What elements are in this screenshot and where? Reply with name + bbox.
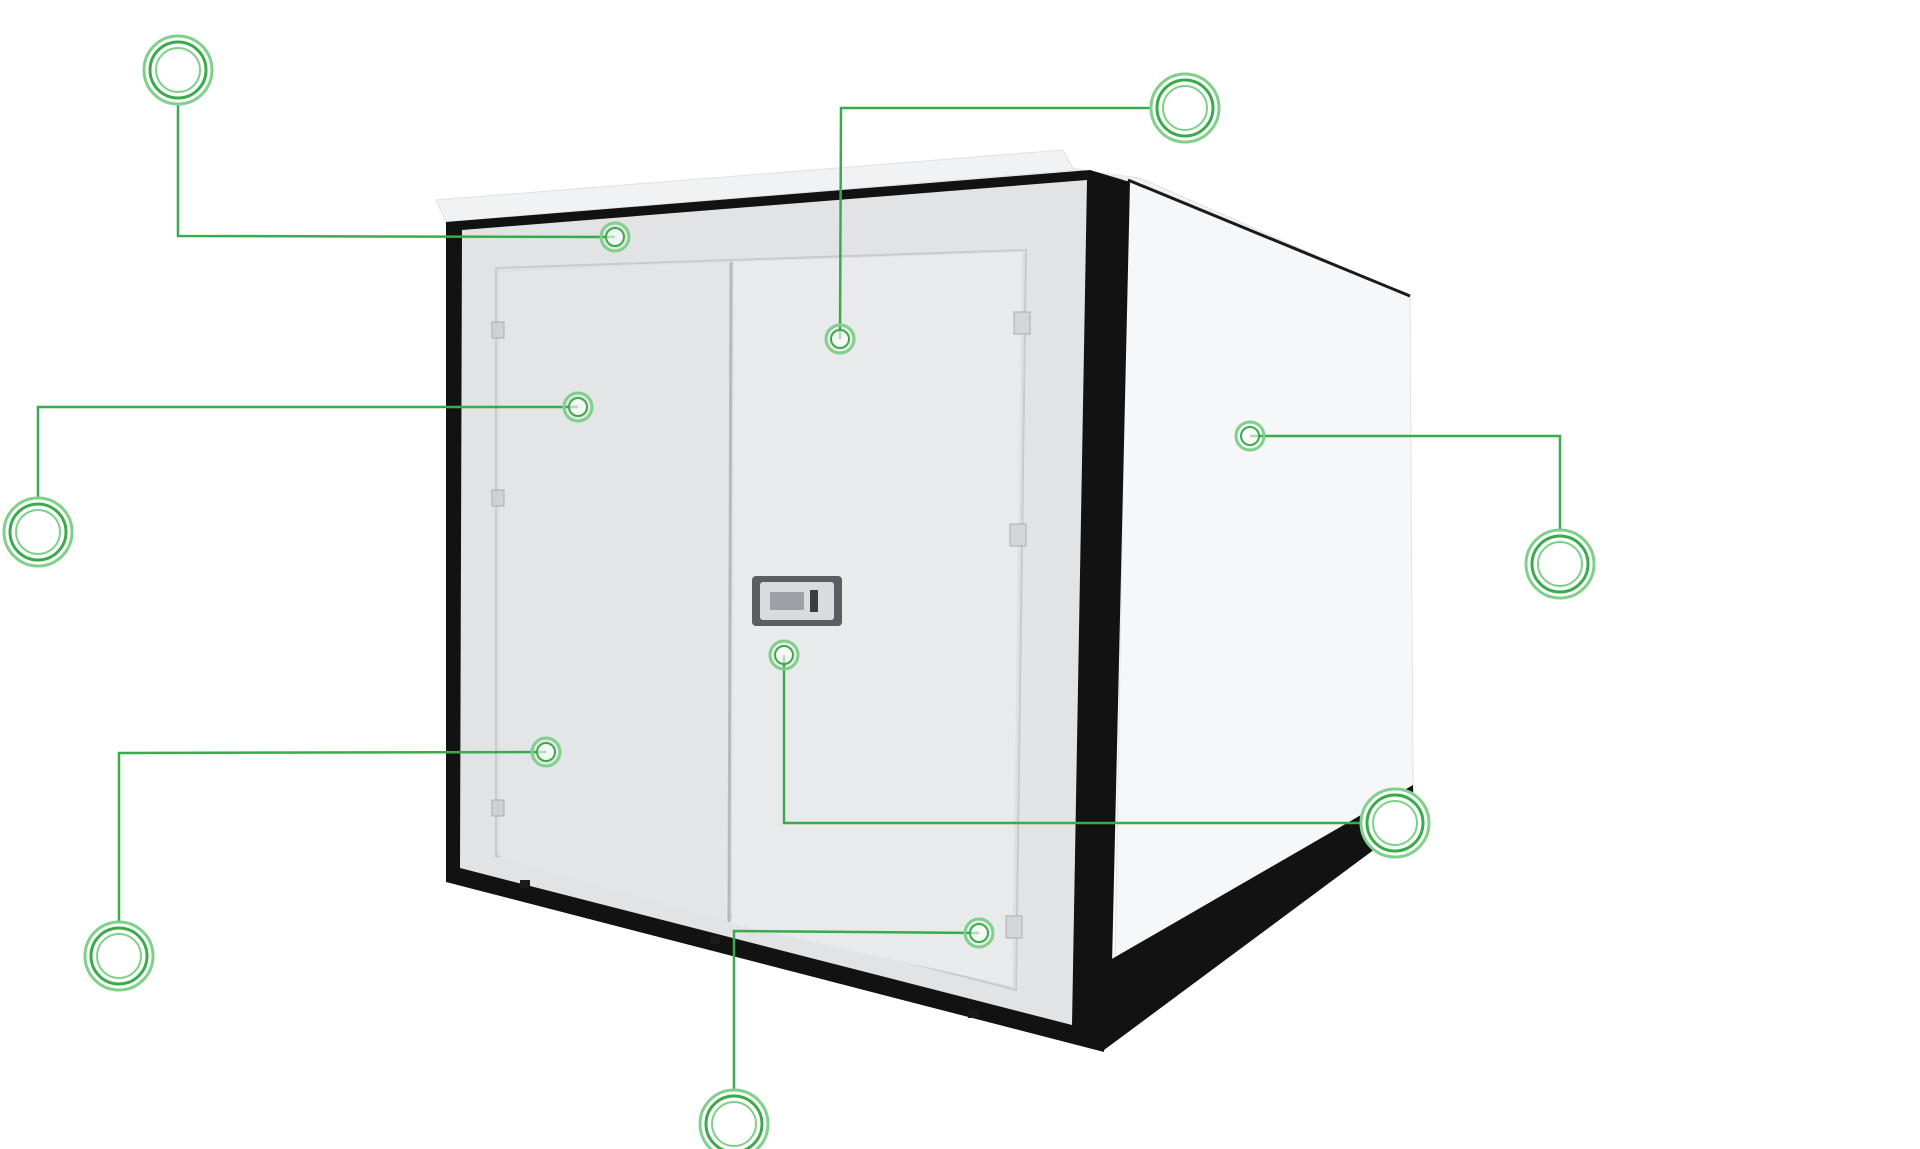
callout-anchor-ring <box>599 221 631 253</box>
callout-layer <box>2 34 1596 1149</box>
callout-marker-ring <box>1365 793 1425 853</box>
hinge-top-left <box>491 321 505 339</box>
callout-anchor-ring <box>562 391 594 423</box>
right-door <box>732 252 1022 986</box>
callout-leader-line <box>176 70 616 239</box>
hinge-bottom-right <box>1005 915 1023 939</box>
foot-right <box>968 1010 978 1018</box>
callout-leader-line <box>782 655 1395 825</box>
callout-anchor-dot <box>568 397 588 417</box>
callout-door-top[interactable] <box>824 72 1221 355</box>
callout-roof-rail[interactable] <box>142 34 631 253</box>
callout-anchor-dot <box>830 329 850 349</box>
callout-anchor-dot <box>969 923 989 943</box>
callout-marker-inner-ring <box>15 509 61 555</box>
callout-anchor-dot <box>774 645 794 665</box>
foot-center <box>710 936 720 944</box>
callout-leader-line <box>732 929 980 1124</box>
callout-bottom-hinge[interactable] <box>698 917 995 1149</box>
callout-marker-ring <box>704 1094 764 1149</box>
callout-anchor-dot <box>536 742 556 762</box>
hinge-bottom-left <box>491 799 505 817</box>
callout-anchor-ring <box>768 639 800 671</box>
foot-left <box>520 880 530 888</box>
callout-marker-ring <box>1155 78 1215 138</box>
callout-left-door-panel[interactable] <box>2 391 594 568</box>
left-door <box>500 262 730 922</box>
callout-anchor-ring <box>530 736 562 768</box>
callout-leader-line <box>117 750 547 956</box>
hinge-mid-left <box>491 489 505 507</box>
hinge-mid-right <box>1009 523 1027 547</box>
callout-left-door-lower[interactable] <box>83 736 562 992</box>
container-body <box>435 149 1414 1052</box>
callout-marker-ring <box>148 40 208 100</box>
container-side-base-frame <box>1104 785 1414 1050</box>
callout-leader-line <box>36 405 578 532</box>
callout-marker-inner-ring <box>155 47 201 93</box>
callout-anchor-dot <box>605 227 625 247</box>
callout-leader-line <box>838 106 1185 340</box>
hinge-top-right <box>1013 311 1031 335</box>
callout-anchor-dot <box>1240 426 1260 446</box>
callout-marker-inner-ring <box>1372 800 1418 846</box>
callout-door-latch[interactable] <box>768 639 1431 859</box>
door-latch-handle <box>752 576 842 626</box>
callout-marker-inner-ring <box>96 933 142 979</box>
callout-marker-inner-ring <box>711 1101 757 1147</box>
callout-marker-ring <box>1530 534 1590 594</box>
callout-marker-ring <box>8 502 68 562</box>
door-seam <box>727 261 733 923</box>
callout-anchor-ring <box>963 917 995 949</box>
side-top-edge <box>1127 178 1411 298</box>
callout-marker-inner-ring <box>1537 541 1583 587</box>
callout-anchor-ring <box>1234 420 1266 452</box>
callout-leader-line <box>1250 434 1562 564</box>
callout-side-wall[interactable] <box>1234 420 1596 600</box>
callout-marker-ring <box>89 926 149 986</box>
callout-marker-inner-ring <box>1162 85 1208 131</box>
callout-anchor-ring <box>824 323 856 355</box>
